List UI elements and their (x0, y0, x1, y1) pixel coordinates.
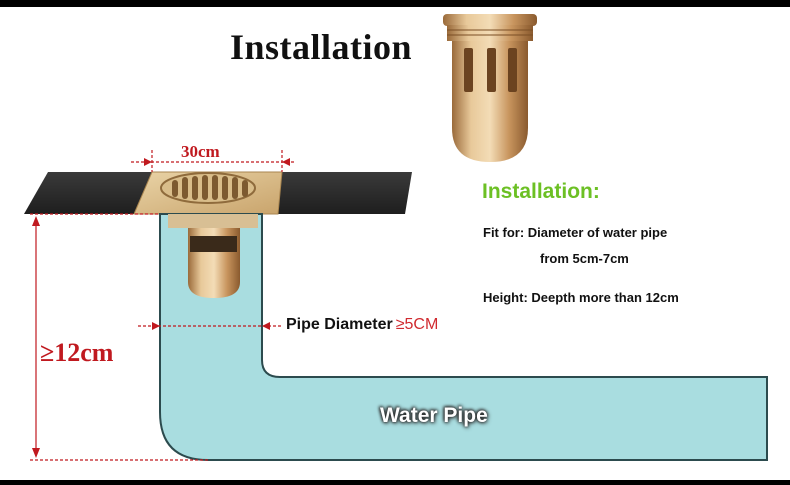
drain-core-product-image (443, 14, 537, 162)
page-title: Installation (230, 27, 413, 67)
bottom-border (0, 480, 790, 485)
fit-for-text: Fit for: Diameter of water pipe (483, 225, 668, 240)
height-dimension-line (30, 213, 208, 461)
info-heading: Installation: (482, 180, 600, 203)
width-dimension-label: 30cm (181, 142, 220, 161)
drain-body (168, 214, 258, 298)
top-border (0, 0, 790, 7)
height-requirement-text: Height: Deepth more than 12cm (483, 290, 679, 305)
drain-cover (133, 171, 283, 215)
water-pipe-shape (159, 213, 768, 461)
pipe-diameter-label: Pipe Diameter≥5CM (286, 316, 438, 334)
width-dimension-line (131, 150, 296, 172)
water-pipe-label: Water Pipe (380, 404, 488, 427)
pipe-diameter-text: Pipe Diameter (286, 316, 393, 333)
pipe-diameter-requirement: ≥5CM (395, 316, 439, 333)
height-dimension-label: ≥12cm (40, 338, 114, 367)
pipe-diameter-dimension (138, 322, 282, 330)
fit-range-text: from 5cm-7cm (540, 251, 629, 266)
